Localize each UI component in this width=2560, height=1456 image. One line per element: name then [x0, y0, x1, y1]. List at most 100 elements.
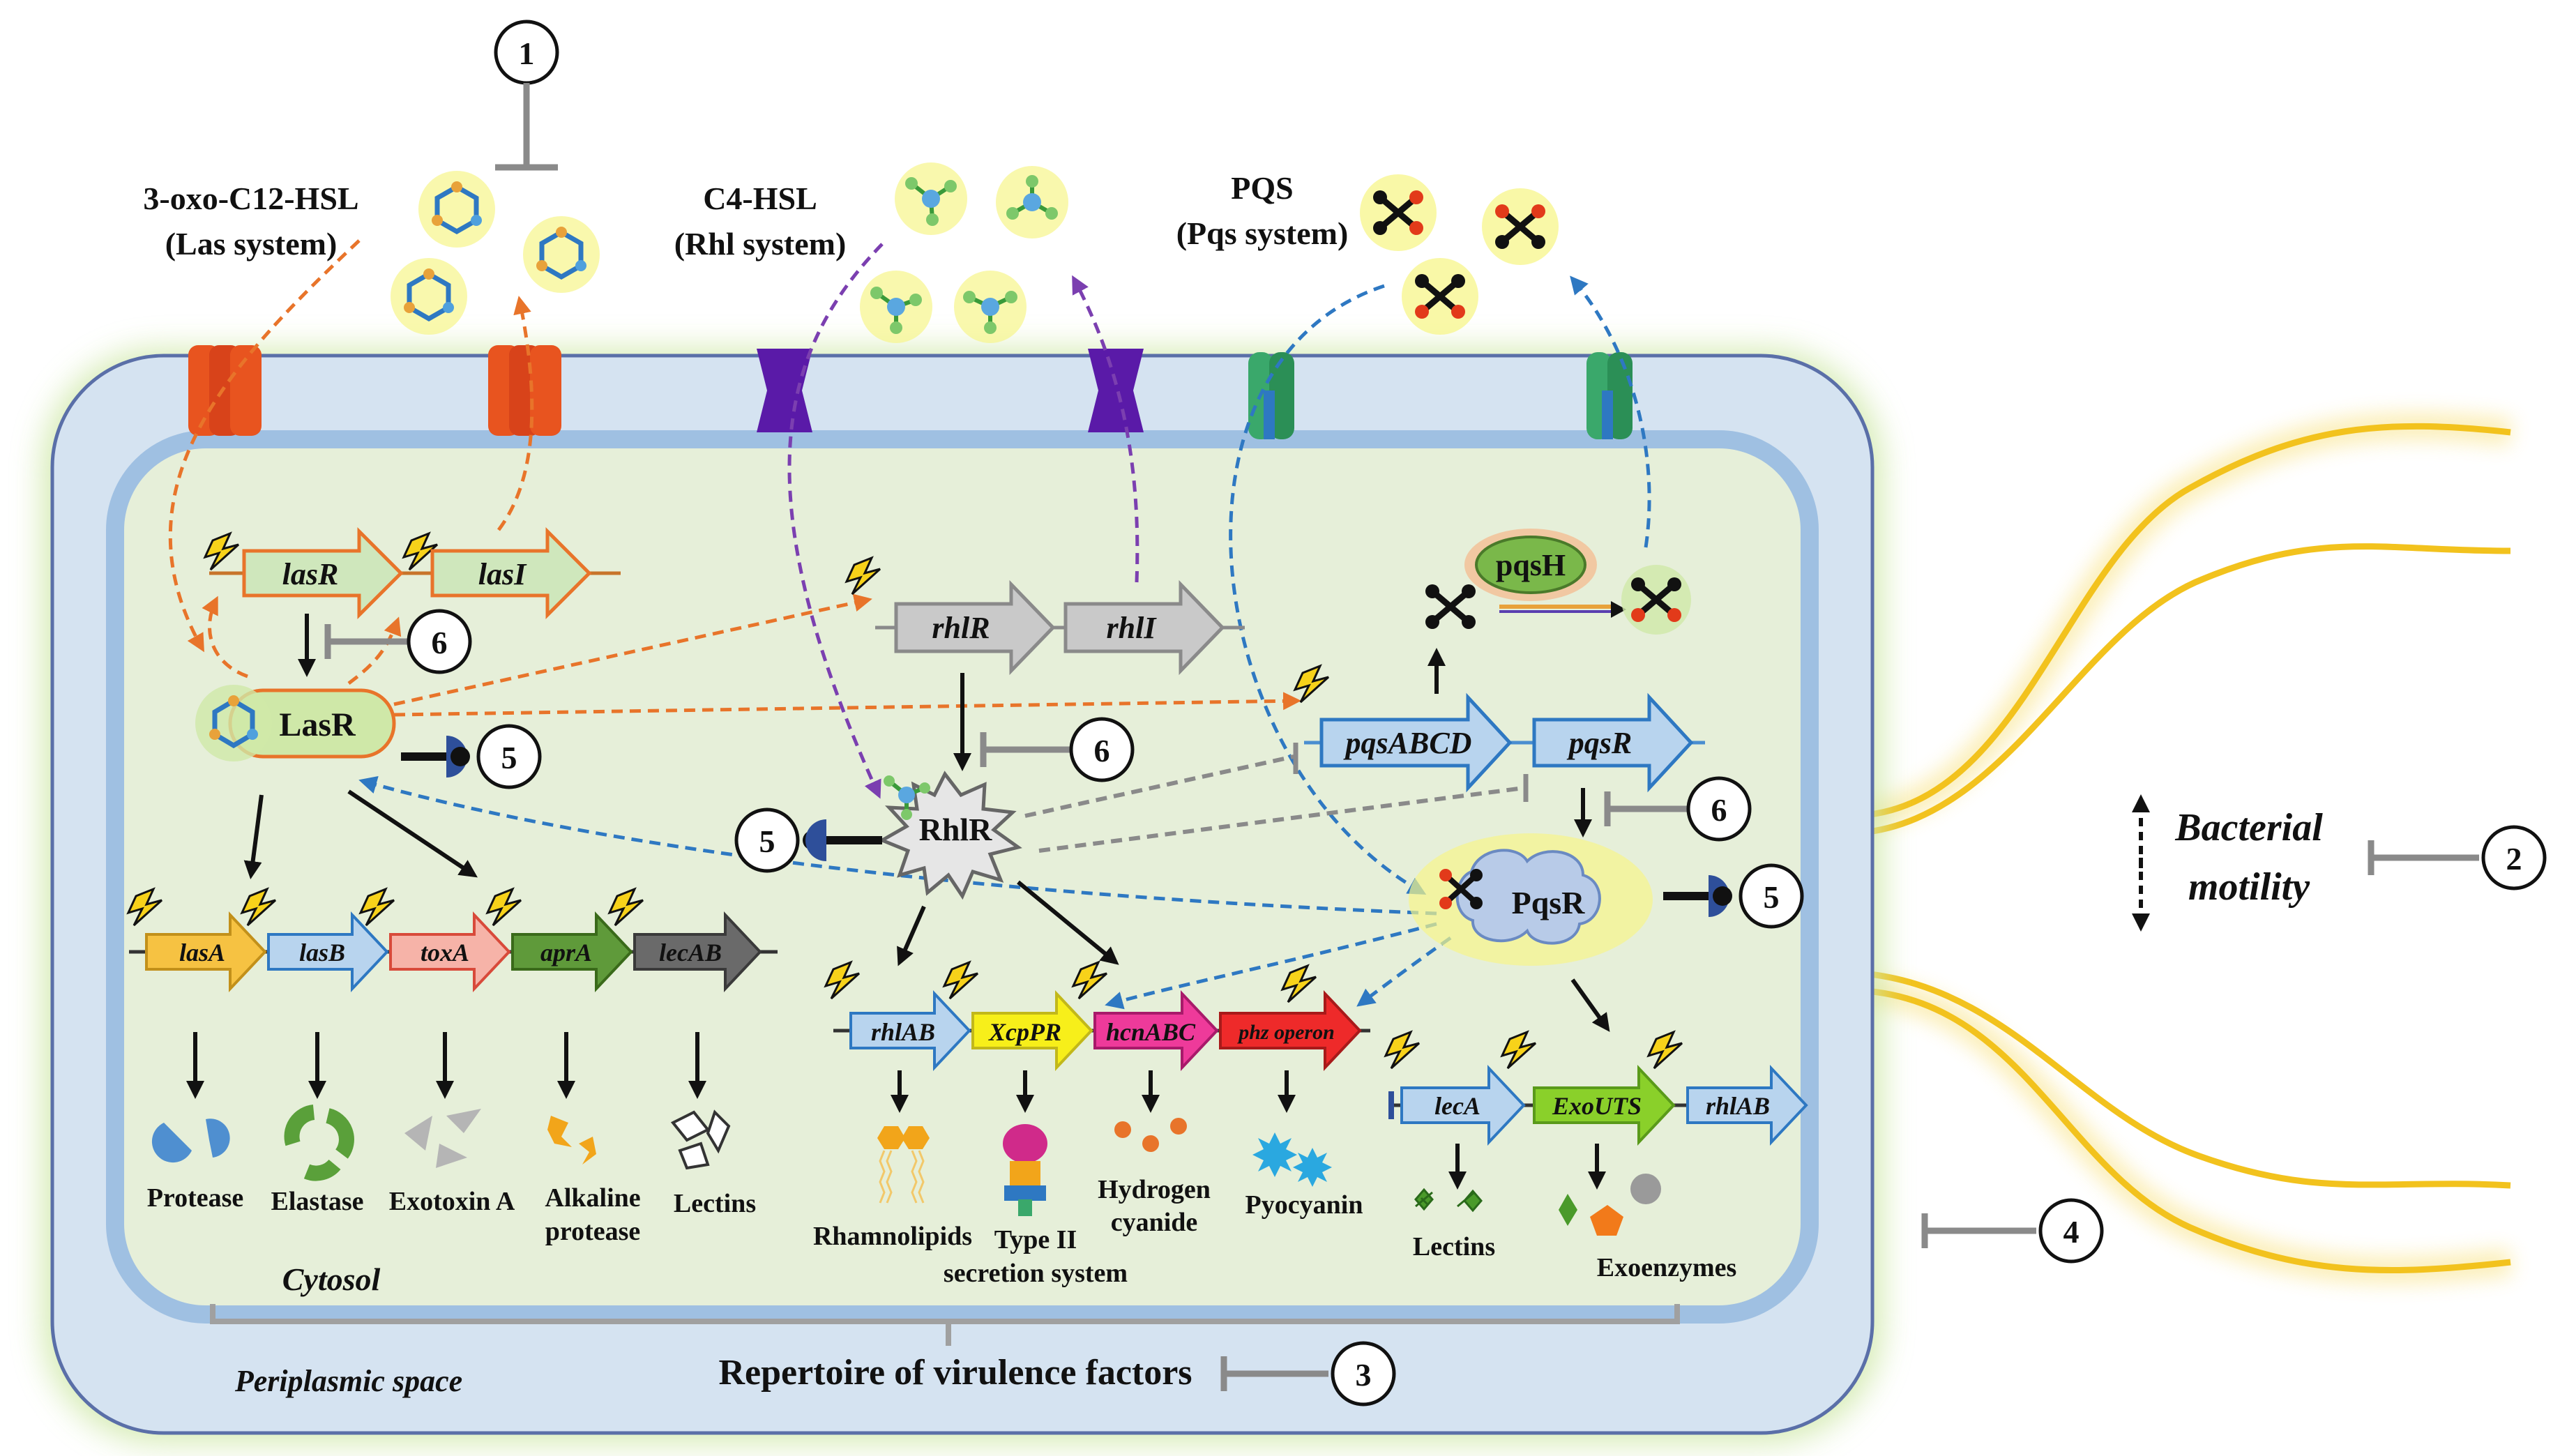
- rhl-transporter-right: [1088, 349, 1144, 432]
- las-signal-molecules: [391, 171, 600, 335]
- LasR-label: LasR: [279, 706, 356, 743]
- marker-5c-label: 5: [1764, 879, 1780, 915]
- PqsR-label: PqsR: [1512, 885, 1586, 920]
- rhamnolipids-label: Rhamnolipids: [813, 1222, 972, 1251]
- gene-lasA-label: lasA: [179, 939, 225, 966]
- inhibitor-5-rhlR: 5: [734, 807, 882, 873]
- elastase-icon: [284, 1105, 354, 1181]
- marker-2-label: 2: [2506, 841, 2522, 877]
- inhibitor-5-lasR: 5: [401, 724, 542, 789]
- exoenzymes-label: Exoenzymes: [1597, 1253, 1737, 1282]
- alkaline-protease-icon: [547, 1116, 596, 1165]
- alkaline-protease-label-1: Alkaline: [545, 1183, 640, 1213]
- marker-5b-label: 5: [759, 824, 775, 859]
- gene-lecA-label: lecA: [1434, 1092, 1480, 1120]
- RhlR-label: RhlR: [919, 812, 993, 847]
- marker-4-label: 4: [2063, 1214, 2080, 1250]
- pqs-signal-label: PQS: [1231, 170, 1293, 206]
- gene-phz-operon: phz operon: [1219, 989, 1362, 1072]
- las-signaling-arrows: [168, 239, 1301, 717]
- gene-hcnABC: hcnABC: [1093, 989, 1219, 1072]
- hydrogen-cyanide-label-1: Hydrogen: [1098, 1175, 1211, 1204]
- gene-lasI-label: lasI: [478, 557, 527, 591]
- pqs-molecule-inner: [1621, 565, 1691, 635]
- rhl-transporter-left: [757, 349, 812, 432]
- marker-3: 3: [1220, 1341, 1396, 1406]
- gene-lasB-label: lasB: [299, 939, 345, 966]
- inhibitor-5-pqsR: 5: [1663, 863, 1804, 929]
- gene-rhlAB-2-label: rhlAB: [1706, 1092, 1770, 1120]
- marker-6c-label: 6: [1711, 792, 1727, 828]
- rhamnolipids-icon: [877, 1126, 930, 1204]
- inhibitor-6-pqs: 6: [1604, 776, 1752, 842]
- gene-toxA: toxA: [389, 911, 511, 993]
- pqs-transporter-right: [1586, 352, 1633, 439]
- type-ii-label-2: secretion system: [944, 1259, 1128, 1288]
- activation-arrows: [243, 789, 1610, 1032]
- gene-phz-label: phz operon: [1236, 1021, 1335, 1044]
- rhl-signaling-arrows: [787, 243, 1139, 799]
- marker-2: 2: [2368, 825, 2547, 890]
- gene-lasR-label: lasR: [282, 557, 339, 591]
- regulator-PqsR: PqsR: [1409, 833, 1653, 966]
- gene-lecA: lecA: [1400, 1064, 1526, 1146]
- lectins-pqs-label: Lectins: [1413, 1232, 1495, 1261]
- motility-label-1: Bacterial: [2174, 806, 2323, 849]
- gene-rhlI-label: rhlI: [1107, 611, 1158, 645]
- marker-6b-label: 6: [1094, 733, 1110, 768]
- pyocyanin-label: Pyocyanin: [1245, 1190, 1363, 1220]
- exoenzymes-icon: [1559, 1174, 1661, 1236]
- gene-lasI: lasI: [430, 526, 592, 620]
- lectins-icon-pqs: [1414, 1188, 1483, 1213]
- marker-4: 4: [1921, 1198, 2104, 1264]
- pyocyanin-icon: [1252, 1132, 1332, 1187]
- gene-pqsR: pqsR: [1532, 692, 1694, 793]
- virulence-bracket: [210, 1304, 1680, 1324]
- type-ii-label-1: Type II: [994, 1225, 1077, 1254]
- pqs-signaling-arrows: [358, 275, 1651, 1010]
- gene-lecAB-label: lecAB: [659, 939, 722, 966]
- hydrogen-cyanide-label-2: cyanide: [1111, 1208, 1198, 1237]
- hhq-molecule: [1425, 584, 1476, 629]
- gene-ExoUTS-label: ExoUTS: [1552, 1092, 1642, 1120]
- pqs-transporter-left: [1248, 352, 1294, 439]
- flagella: [1854, 412, 2513, 1284]
- motility-label-2: motility: [2188, 865, 2310, 909]
- gene-pqsABCD: pqsABCD: [1319, 692, 1513, 793]
- regulator-RhlR: RhlR: [878, 771, 1022, 900]
- marker-3-label: 3: [1356, 1357, 1372, 1393]
- gene-lecAB: lecAB: [633, 911, 762, 993]
- las-system-label: (Las system): [165, 226, 338, 261]
- las-transporter-left: [188, 345, 262, 436]
- lectins-las-label: Lectins: [674, 1189, 756, 1218]
- product-arrows: [186, 1032, 1606, 1190]
- pqsH-enzyme: pqsH: [1464, 529, 1626, 618]
- inhibitor-6-rhl: 6: [980, 717, 1135, 782]
- gene-lasR: lasR: [242, 526, 404, 620]
- alkaline-protease-label-2: protease: [545, 1217, 641, 1246]
- motility-indicator: Bacterial motility: [2132, 794, 2323, 932]
- las-transporter-right: [488, 345, 561, 436]
- gene-rhlR-label: rhlR: [932, 611, 990, 645]
- gene-rhlAB-2: rhlAB: [1686, 1064, 1808, 1146]
- gene-aprA: aprA: [511, 911, 633, 993]
- rhl-signal-label: C4-HSL: [703, 181, 817, 216]
- protease-label: Protease: [147, 1183, 244, 1213]
- hydrogen-cyanide-icon: [1114, 1118, 1187, 1152]
- gene-XcpPR: XcpPR: [971, 989, 1093, 1072]
- lectins-icon-las: [670, 1109, 731, 1170]
- exotoxin-label: Exotoxin A: [389, 1187, 515, 1216]
- gene-rhlAB-label: rhlAB: [871, 1018, 935, 1046]
- marker-5a-label: 5: [501, 740, 517, 775]
- pqs-signal-molecules: [1360, 174, 1559, 335]
- gene-lasB: lasB: [267, 911, 389, 993]
- type-ii-secretion-icon: [1003, 1124, 1047, 1216]
- protease-icon: [151, 1118, 230, 1163]
- gene-aprA-label: aprA: [540, 939, 592, 966]
- regulator-LasR: LasR: [195, 685, 396, 761]
- gene-lasA: lasA: [145, 911, 267, 993]
- rhl-signal-molecules: [860, 162, 1068, 343]
- cytosol-label: Cytosol: [282, 1261, 381, 1297]
- rhl-system-label: (Rhl system): [674, 226, 847, 261]
